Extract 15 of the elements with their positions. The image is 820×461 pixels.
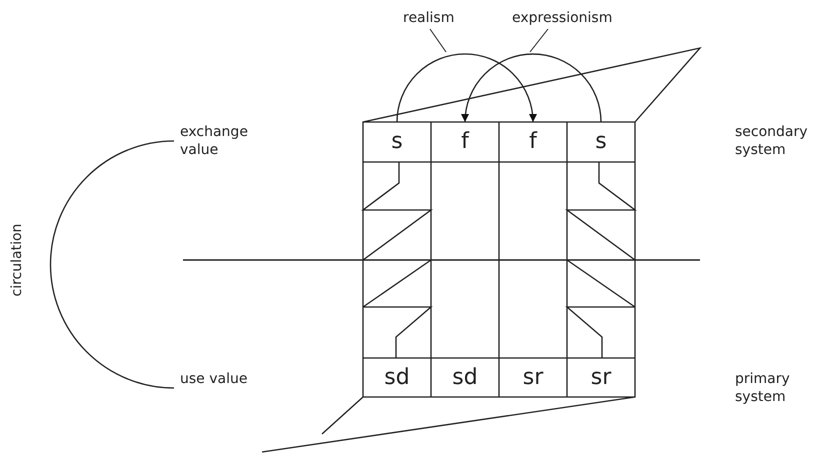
arc-arrow	[396, 53, 536, 122]
cell-letter: s	[595, 131, 607, 153]
cell-letter: sd	[452, 366, 478, 388]
system-label: primary system	[735, 370, 791, 406]
axis-label: exchange value	[180, 124, 248, 158]
axis-label: use value	[180, 371, 248, 387]
cell-letter: s	[391, 131, 403, 153]
cell-letter: f	[529, 131, 537, 153]
edge-label: expressionism	[512, 9, 612, 27]
cell-letter: sr	[522, 366, 544, 388]
arc-arrow	[462, 53, 602, 122]
system-label: secondary system	[735, 123, 805, 159]
cell-letter: f	[461, 131, 469, 153]
cell-letter: sd	[384, 366, 410, 388]
cell-letter: sr	[590, 366, 612, 388]
